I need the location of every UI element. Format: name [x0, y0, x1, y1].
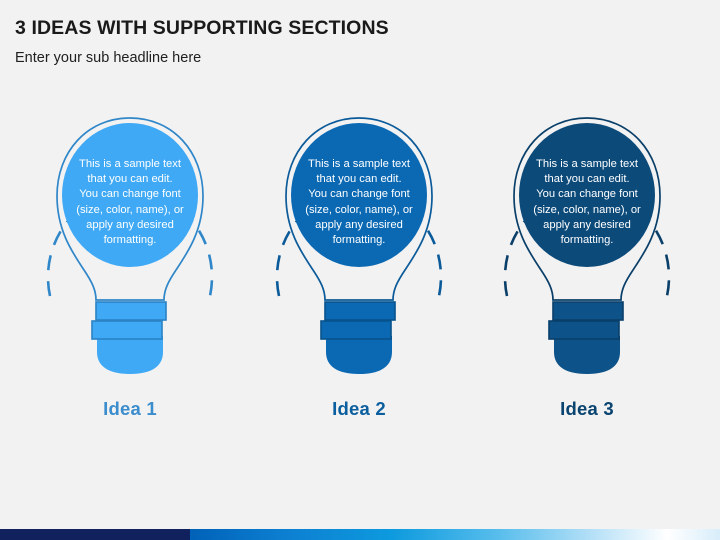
page-subtitle: Enter your sub headline here [15, 50, 202, 66]
bulb-outline-3 [513, 117, 661, 301]
bulb-cap-3 [554, 336, 620, 374]
bulb-band-lower-1 [91, 320, 163, 340]
page-title: 3 IDEAS WITH SUPPORTING SECTIONS [15, 17, 389, 39]
idea-label-3: Idea 3 [560, 398, 614, 419]
bulb-cap-2 [326, 336, 392, 374]
idea-label-2: Idea 2 [332, 398, 386, 419]
bulb-band-upper-1 [95, 301, 167, 321]
lightbulb-card-2[interactable]: This is a sample text that you can edit.… [245, 100, 473, 445]
bulb-band-lower-2 [320, 320, 392, 340]
bulb-band-lower-3 [548, 320, 620, 340]
bulb-outline-1 [56, 117, 204, 301]
bulb-fill-3 [519, 123, 655, 267]
footer-gradient-segment [190, 529, 720, 540]
lightbulb-card-1[interactable]: This is a sample text that you can edit.… [16, 100, 244, 445]
footer-navy-segment [0, 529, 190, 540]
lightbulb-graphic-1 [46, 117, 214, 374]
lightbulb-group: This is a sample text that you can edit.… [0, 100, 720, 445]
bulb-band-upper-2 [324, 301, 396, 321]
bulb-cap-1 [97, 336, 163, 374]
footer-accent-bar [0, 529, 720, 540]
bulb-outline-2 [285, 117, 433, 301]
lightbulb-graphic-3 [503, 117, 671, 374]
bulb-fill-1 [62, 123, 198, 267]
lightbulb-card-3[interactable]: This is a sample text that you can edit.… [473, 100, 701, 445]
idea-label-1: Idea 1 [103, 398, 157, 419]
bulb-band-upper-3 [552, 301, 624, 321]
lightbulb-graphic-2 [275, 117, 443, 374]
bulb-fill-2 [291, 123, 427, 267]
